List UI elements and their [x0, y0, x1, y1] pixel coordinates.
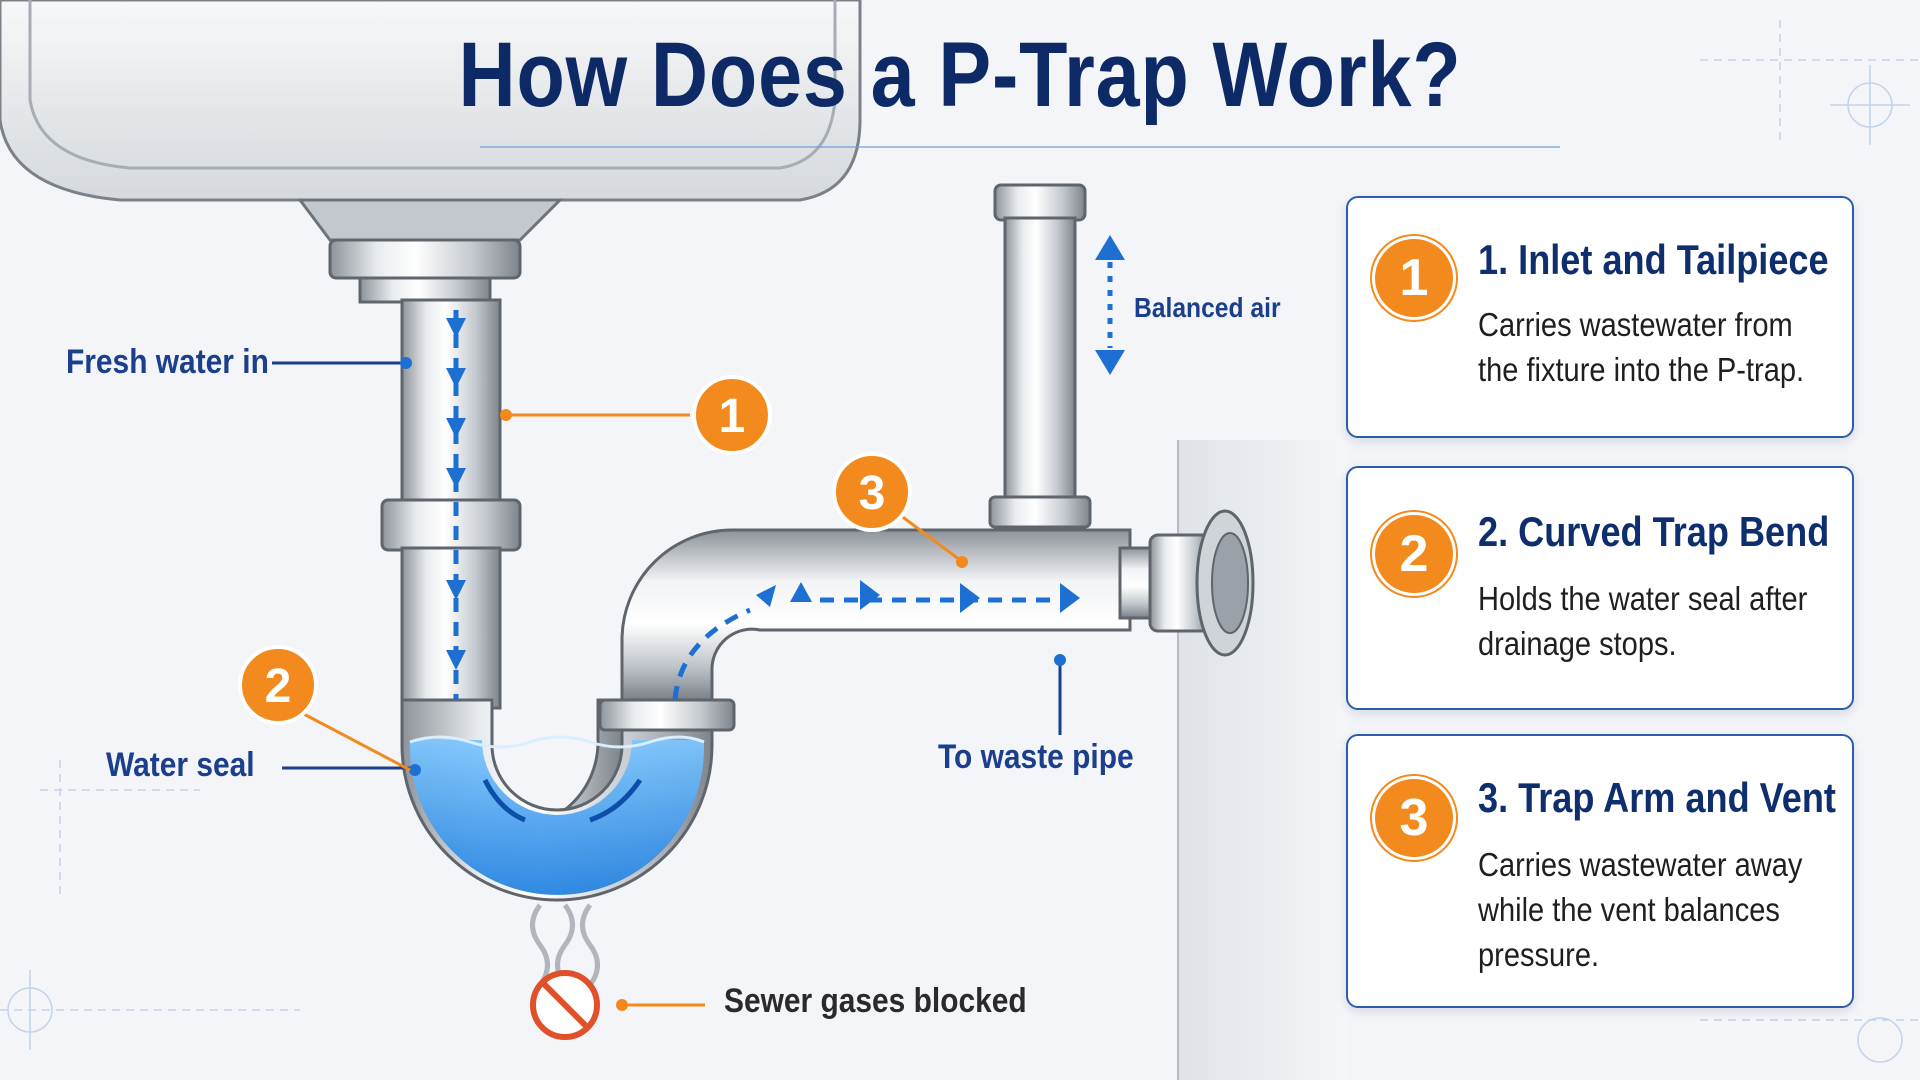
info-card-3: 3 3. Trap Arm and Vent Carries wastewate… [1346, 734, 1854, 1008]
diagram-marker-1: 1 [692, 375, 772, 455]
trap-arm-pipe [620, 528, 1132, 702]
title-underline [480, 146, 1560, 148]
info-card-2: 2 2. Curved Trap Bend Holds the water se… [1346, 466, 1854, 710]
card-title: 2. Curved Trap Bend [1478, 508, 1830, 555]
balanced-air-label: Balanced air [1134, 292, 1281, 323]
card-number-badge: 1 [1372, 236, 1456, 320]
no-entry-icon [530, 970, 600, 1040]
card-title: 1. Inlet and Tailpiece [1478, 236, 1829, 283]
marker-2-text: 2 [265, 660, 292, 713]
leader-lines [272, 357, 1066, 1011]
flow-arrow-icon [453, 310, 1080, 701]
blueprint-grid [0, 20, 1920, 1063]
fresh-water-label: Fresh water in [66, 343, 269, 381]
water-seal-label: Water seal [106, 746, 255, 784]
sink-basin [0, 0, 862, 304]
diagram-marker-2: 2 [238, 645, 318, 725]
water-seal-fill [410, 740, 704, 895]
card-description: Holds the water seal after drainage stop… [1478, 580, 1808, 662]
card-number-badge: 2 [1372, 512, 1456, 596]
info-card-1: 1 1. Inlet and Tailpiece Carries wastewa… [1346, 196, 1854, 438]
card-description: Carries wastewater from the fixture into… [1478, 306, 1805, 388]
page-title: How Does a P-Trap Work? [458, 24, 1462, 126]
flow-arrow-icon [482, 778, 643, 823]
diagram-marker-3: 3 [832, 452, 912, 532]
card-description: Carries wastewater away while the vent b… [1478, 846, 1803, 973]
sewer-gases-label: Sewer gases blocked [724, 982, 1027, 1020]
up-down-arrow-icon [1095, 235, 1125, 375]
marker-3-text: 3 [859, 467, 886, 520]
to-waste-label: To waste pipe [938, 738, 1134, 776]
card-title: 3. Trap Arm and Vent [1478, 774, 1836, 821]
vent-pipe [988, 183, 1092, 529]
wall-fitting [1118, 509, 1255, 657]
marker-1-text: 1 [719, 390, 746, 443]
card-number-badge: 3 [1372, 776, 1456, 860]
